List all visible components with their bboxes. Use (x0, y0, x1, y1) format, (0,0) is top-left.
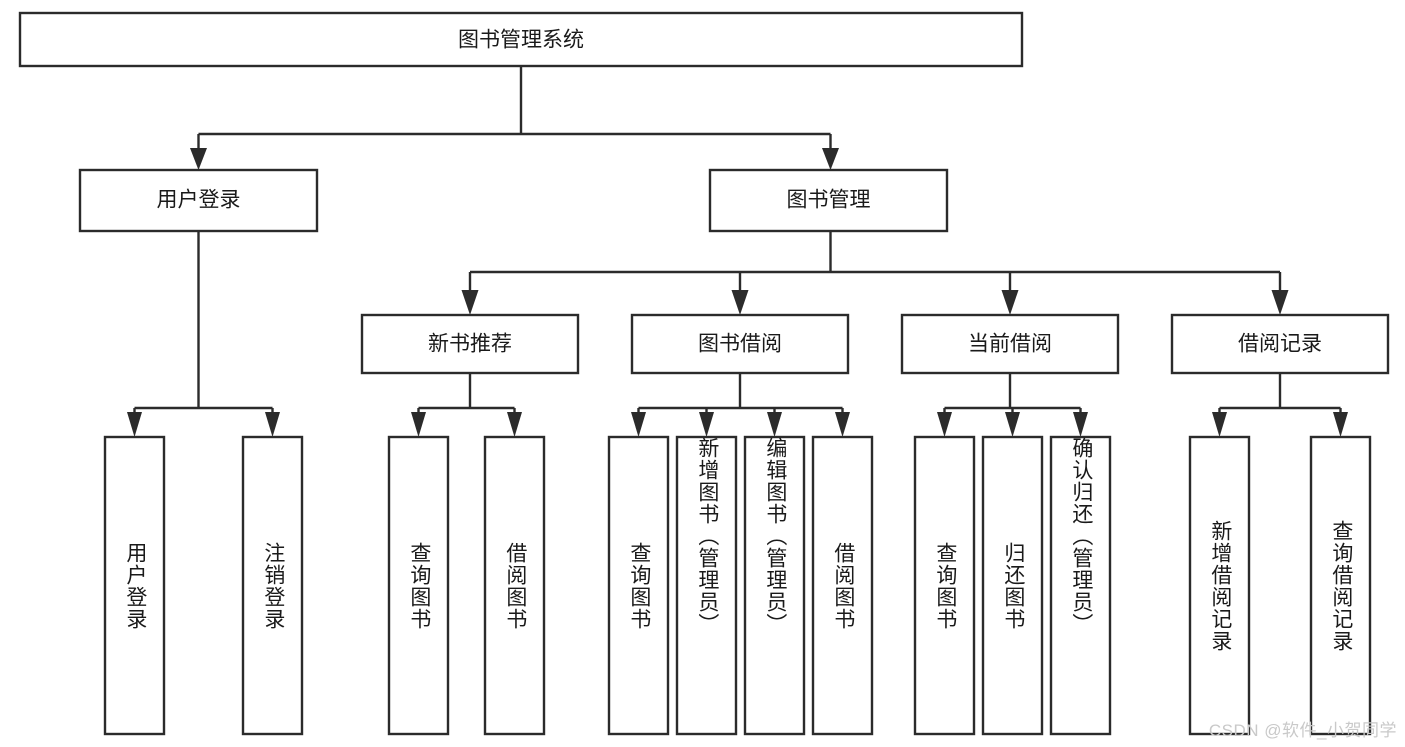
arrow-head-leaf-query-book-recommend (411, 412, 426, 437)
node-leaf-user-login-rect[interactable] (103, 435, 166, 736)
node-leaf-add-book-admin-rect[interactable] (675, 435, 738, 736)
arrow-head-leaf-query-borrow-record (1333, 412, 1348, 437)
node-leaf-return-book-rect[interactable] (981, 435, 1044, 736)
node-current-borrow-label: 当前借阅 (968, 333, 1052, 356)
node-user-login[interactable]: 用户登录 (78, 168, 319, 233)
arrow-head-leaf-confirm-return-admin (1073, 412, 1088, 437)
node-book-management-rect (708, 168, 949, 233)
arrow-head-current-borrow (1001, 290, 1019, 315)
node-book-management-label: 图书管理 (787, 189, 871, 212)
node-borrow-record-label: 借阅记录 (1238, 333, 1322, 356)
leaf-rect-group (103, 435, 1372, 736)
node-book-management[interactable]: 图书管理 (708, 168, 949, 233)
arrow-head-leaf-borrow-book-recommend (507, 412, 522, 437)
arrow-head-leaf-query-book-current (937, 412, 952, 437)
edge-group-current-borrow (937, 373, 1088, 437)
edge-group-root (190, 66, 839, 170)
arrow-head-leaf-add-book-admin (699, 412, 714, 437)
arrow-head-book-borrow (731, 290, 749, 315)
node-leaf-add-borrow-record-rect[interactable] (1188, 435, 1251, 736)
node-leaf-query-book-borrow-rect[interactable] (607, 435, 670, 736)
node-leaf-query-book-current-rect[interactable] (913, 435, 976, 736)
node-leaf-logout-login-rect[interactable] (241, 435, 304, 736)
csdn-watermark: CSDN @软件_小贺同学 (1208, 721, 1397, 740)
arrow-head-borrow-record (1271, 290, 1289, 315)
node-leaf-borrow-book-recommend-rect[interactable] (483, 435, 546, 736)
node-current-borrow-rect (900, 313, 1120, 375)
edge-group-book-management (461, 231, 1289, 315)
node-root-label: 图书管理系统 (458, 29, 584, 52)
node-book-borrow-rect (630, 313, 850, 375)
node-leaf-borrow-book-rect[interactable] (811, 435, 874, 736)
node-user-login-rect (78, 168, 319, 233)
node-book-borrow-label: 图书借阅 (698, 333, 782, 356)
node-leaf-query-borrow-record-rect[interactable] (1309, 435, 1372, 736)
arrow-head-leaf-borrow-book (835, 412, 850, 437)
edge-group-borrow-record (1212, 373, 1348, 437)
arrow-head-user-login (190, 148, 207, 170)
arrow-head-leaf-add-borrow-record (1212, 412, 1227, 437)
node-leaf-query-book-recommend-rect[interactable] (387, 435, 450, 736)
node-leaf-confirm-return-admin-rect[interactable] (1049, 435, 1112, 736)
node-root[interactable]: 图书管理系统 (18, 11, 1024, 68)
arrow-head-leaf-return-book (1005, 412, 1020, 437)
arrow-head-leaf-logout-login (265, 412, 280, 437)
node-borrow-record-rect (1170, 313, 1390, 375)
edge-group-book-borrow (631, 373, 850, 437)
arrow-head-leaf-edit-book-admin (767, 412, 782, 437)
arrow-head-leaf-query-book-borrow (631, 412, 646, 437)
node-new-book-recommend-rect (360, 313, 580, 375)
arrow-head-leaf-user-login (127, 412, 142, 437)
arrow-head-new-book-recommend (461, 290, 479, 315)
edge-group-new-book-recommend (411, 373, 522, 437)
node-current-borrow[interactable]: 当前借阅 (900, 313, 1120, 375)
arrow-head-book-management (822, 148, 839, 170)
node-new-book-recommend-label: 新书推荐 (428, 333, 512, 356)
node-root-rect (18, 11, 1024, 68)
node-book-borrow[interactable]: 图书借阅 (630, 313, 850, 375)
node-new-book-recommend[interactable]: 新书推荐 (360, 313, 580, 375)
edge-group-user-login (127, 231, 280, 437)
node-user-login-label: 用户登录 (157, 189, 241, 212)
node-borrow-record[interactable]: 借阅记录 (1170, 313, 1390, 375)
node-leaf-edit-book-admin-rect[interactable] (743, 435, 806, 736)
